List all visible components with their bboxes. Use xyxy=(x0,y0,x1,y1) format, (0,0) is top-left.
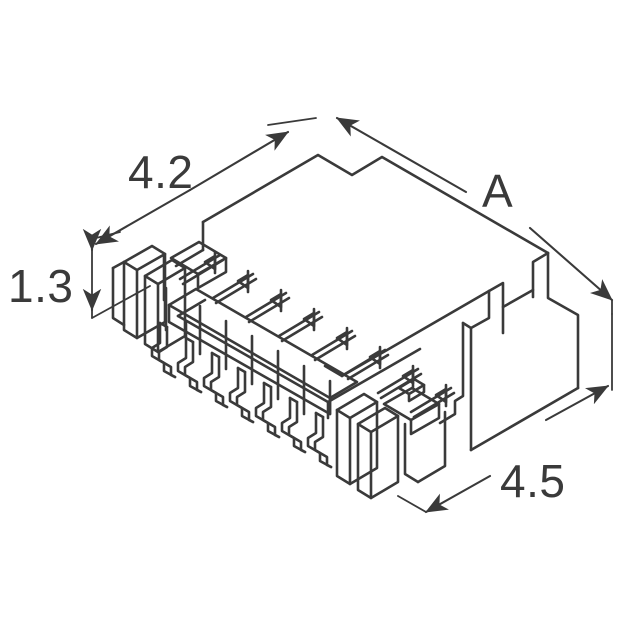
dimension-label-depth: 4.2 xyxy=(128,146,193,198)
front-tab-detail xyxy=(397,377,426,403)
connector-body xyxy=(111,153,580,500)
dim-arrow-A-right xyxy=(528,226,614,302)
dim-arrow-A-left xyxy=(335,116,468,194)
dimension-4-5 xyxy=(397,313,613,514)
housing-right-face xyxy=(469,251,580,452)
left-end-post xyxy=(111,240,228,354)
solder-tails xyxy=(150,321,333,469)
dimension-text-labels: 4.2 1.3 A 4.5 xyxy=(8,146,565,507)
dimension-1-3 xyxy=(82,228,151,319)
housing-right-end-wall xyxy=(438,289,491,452)
dimension-A xyxy=(335,116,614,315)
dimension-label-height: 1.3 xyxy=(8,260,73,312)
dim-arrow-4-2-upper xyxy=(188,130,290,192)
dim-arrow-4-5-lower xyxy=(424,474,492,514)
dimension-label-width: 4.5 xyxy=(500,455,565,507)
dimension-label-length: A xyxy=(482,165,513,217)
dim-arrow-4-5-upper xyxy=(544,384,610,422)
contact-comb xyxy=(178,250,456,419)
right-end-post xyxy=(335,386,447,500)
extension-line-4-5-lower xyxy=(397,495,427,513)
front-wall-ribs xyxy=(198,304,332,416)
dimension-annotations xyxy=(82,116,614,514)
housing-top-face xyxy=(201,153,550,378)
extension-line-1-3-lower xyxy=(91,285,151,319)
extension-line-4-2-right xyxy=(267,117,317,126)
dim-arrow-4-2-lower xyxy=(94,188,192,246)
